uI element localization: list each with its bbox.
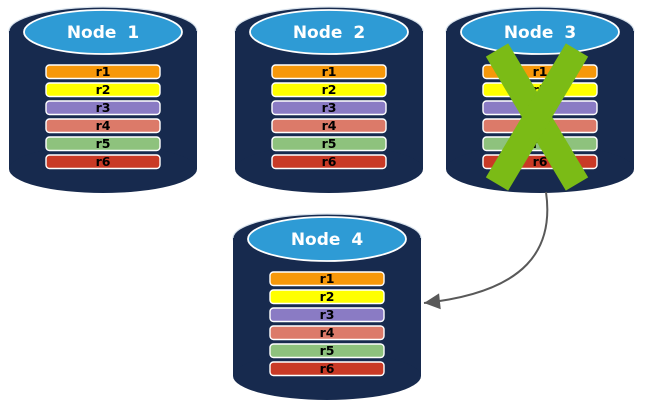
cylinder-top-face: [249, 9, 409, 55]
row-bar-r2: [271, 82, 387, 98]
row-label-r6: r6: [533, 154, 548, 169]
row-label-r6: r6: [96, 154, 111, 169]
row-bar-r1: [271, 64, 387, 80]
row-bar-r4: [45, 118, 161, 134]
row-label-r3: r3: [320, 307, 335, 322]
row-label-r5: r5: [320, 343, 335, 358]
row-label-r2: r2: [322, 82, 337, 97]
row-label-r1: r1: [320, 271, 335, 286]
row-label-r2: r2: [320, 289, 335, 304]
row-bar-r4: [269, 325, 385, 341]
row-bar-r4: [271, 118, 387, 134]
row-label-r4: r4: [320, 325, 335, 340]
row-label-r1: r1: [533, 64, 548, 79]
node-title: Node 4: [291, 230, 364, 250]
row-bar-r1: [269, 271, 385, 287]
row-bar-r5: [271, 136, 387, 152]
failure-x-icon: [485, 43, 589, 191]
row-bar-r6: [45, 154, 161, 170]
row-bar-r6: [271, 154, 387, 170]
row-label-r3: r3: [96, 100, 111, 115]
row-bar-r1: [45, 64, 161, 80]
row-bar-r3: [271, 100, 387, 116]
row-label-r3: r3: [322, 100, 337, 115]
row-label-r4: r4: [322, 118, 337, 133]
node-4: Node 4 r1 r2 r3 r4 r5 r6: [232, 213, 422, 401]
node-title: Node 1: [67, 23, 139, 43]
cylinder-top-face: [23, 9, 183, 55]
row-label-r1: r1: [322, 64, 337, 79]
node-3: Node 3 r1 r2 r3 r4 r5 r6: [445, 6, 635, 194]
row-bar-r2: [45, 82, 161, 98]
cylinder-top-face: [247, 216, 407, 262]
row-label-r6: r6: [320, 361, 335, 376]
arrow-curve: [423, 191, 549, 310]
row-label-r6: r6: [322, 154, 337, 169]
node-title: Node 3: [504, 23, 576, 43]
row-label-r2: r2: [96, 82, 111, 97]
row-bar-r3: [45, 100, 161, 116]
node-title: Node 2: [293, 23, 365, 43]
row-bar-r5: [45, 136, 161, 152]
row-label-r5: r5: [96, 136, 111, 151]
row-bar-r3: [269, 307, 385, 323]
row-bar-r5: [269, 343, 385, 359]
row-bar-r6: [269, 361, 385, 377]
row-label-r5: r5: [322, 136, 337, 151]
row-label-r1: r1: [96, 64, 111, 79]
row-bar-r2: [269, 289, 385, 305]
node-1: Node 1 r1 r2 r3 r4 r5 r6: [8, 6, 198, 194]
cylinder-top-face: [460, 9, 620, 55]
row-label-r4: r4: [96, 118, 111, 133]
node-2: Node 2 r1 r2 r3 r4 r5 r6: [234, 6, 424, 194]
